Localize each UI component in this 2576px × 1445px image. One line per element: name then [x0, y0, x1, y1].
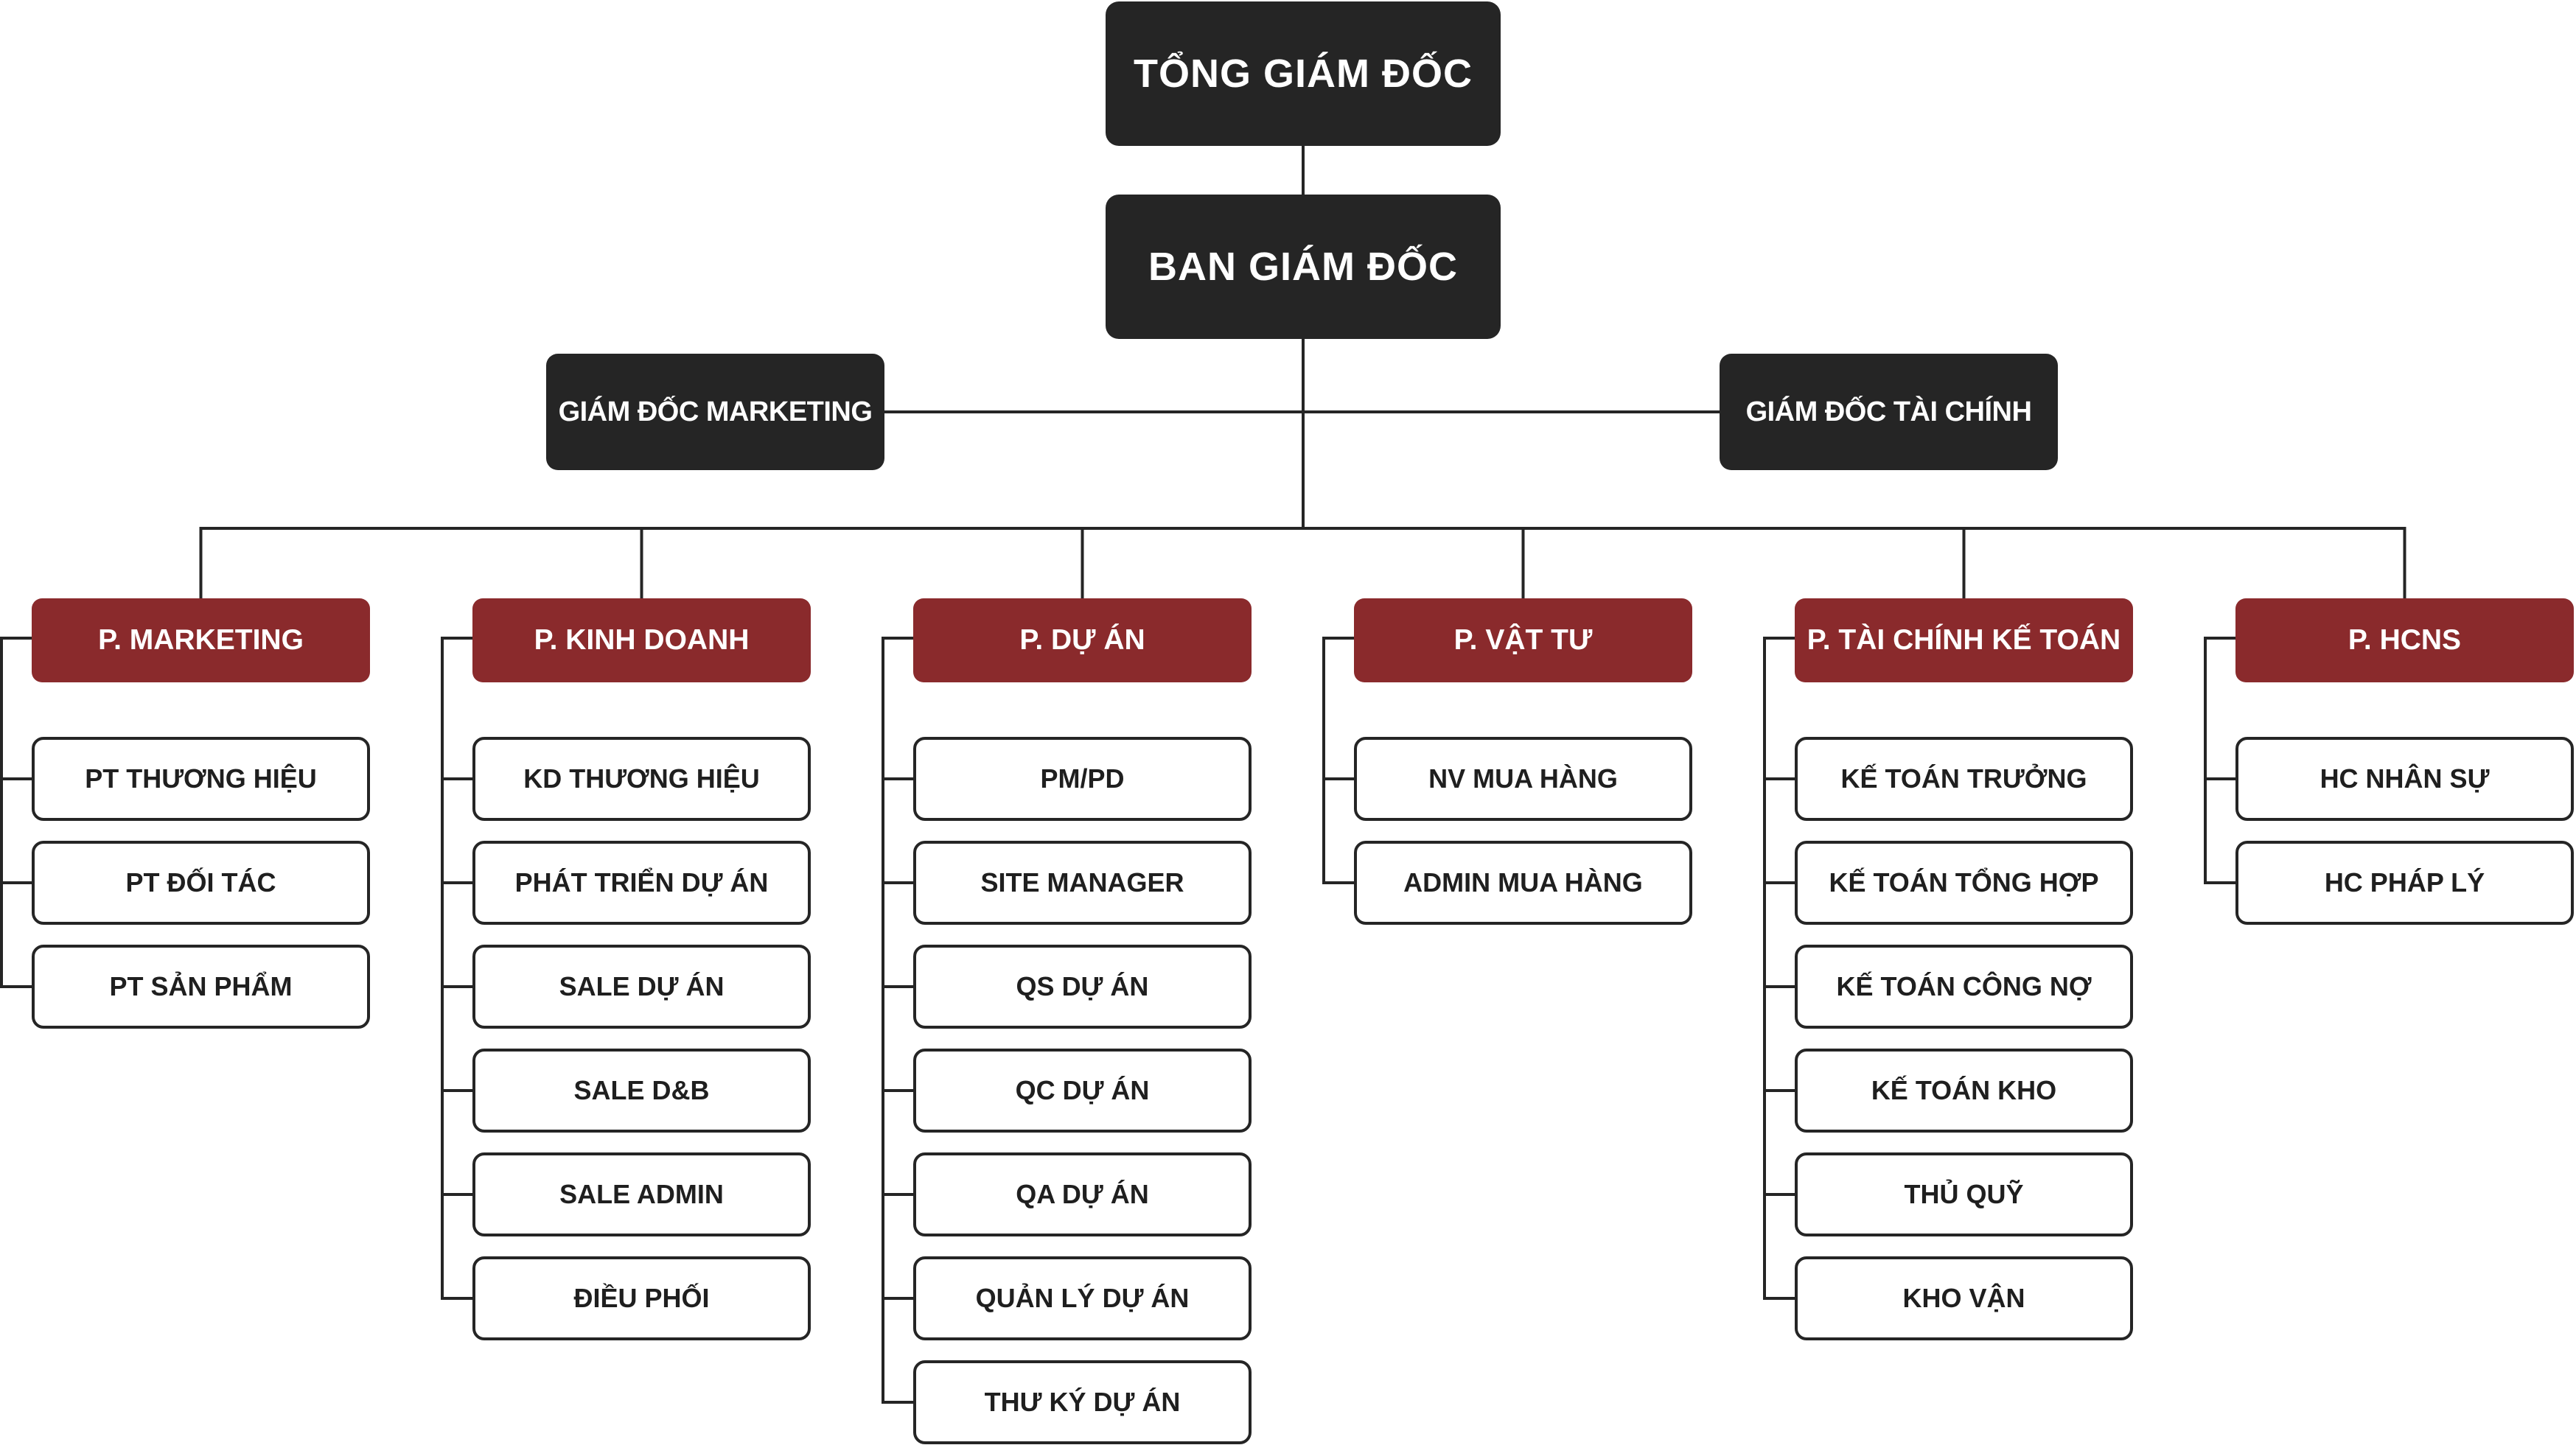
department-label: P. MARKETING: [98, 624, 304, 656]
department-box: P. MARKETING: [32, 598, 370, 682]
role-box: QS DỰ ÁN: [913, 945, 1252, 1029]
marketing-director-box: GIÁM ĐỐC MARKETING: [546, 354, 884, 470]
role-label: ĐIỀU PHỐI: [573, 1283, 710, 1313]
role-box: THƯ KÝ DỰ ÁN: [913, 1360, 1252, 1444]
finance-director-box: GIÁM ĐỐC TÀI CHÍNH: [1720, 354, 2058, 470]
board-box: BAN GIÁM ĐỐC: [1106, 195, 1501, 339]
role-label: THƯ KÝ DỰ ÁN: [984, 1387, 1181, 1417]
role-label: PT SẢN PHẨM: [109, 971, 293, 1001]
ceo-label: TỔNG GIÁM ĐỐC: [1134, 52, 1473, 96]
department-label: P. KINH DOANH: [534, 624, 750, 656]
marketing-director-label: GIÁM ĐỐC MARKETING: [558, 396, 873, 427]
role-label: PT ĐỐI TÁC: [125, 867, 276, 898]
role-label: KD THƯƠNG HIỆU: [523, 763, 760, 794]
role-label: KẾ TOÁN CÔNG NỢ: [1836, 971, 2092, 1001]
role-label: SALE D&B: [573, 1075, 710, 1105]
role-box: KD THƯƠNG HIỆU: [472, 737, 811, 821]
role-box: SALE D&B: [472, 1049, 811, 1133]
board-label: BAN GIÁM ĐỐC: [1148, 245, 1458, 289]
role-label: SALE DỰ ÁN: [559, 971, 725, 1001]
role-label: HC NHÂN SỰ: [2320, 763, 2490, 794]
department-label: P. VẬT TƯ: [1453, 624, 1593, 656]
department-label: P. HCNS: [2348, 624, 2462, 656]
role-box: KẾ TOÁN KHO: [1795, 1049, 2133, 1133]
role-label: QUẢN LÝ DỰ ÁN: [975, 1283, 1190, 1313]
role-label: QS DỰ ÁN: [1016, 971, 1149, 1001]
role-label: NV MUA HÀNG: [1428, 763, 1618, 794]
role-box: ADMIN MUA HÀNG: [1354, 841, 1692, 925]
role-label: KẾ TOÁN KHO: [1871, 1075, 2057, 1105]
department-box: P. HCNS: [2235, 598, 2574, 682]
role-box: HC PHÁP LÝ: [2235, 841, 2574, 925]
role-label: KẾ TOÁN TỔNG HỢP: [1829, 867, 2099, 898]
role-box: ĐIỀU PHỐI: [472, 1256, 811, 1340]
role-box: KHO VẬN: [1795, 1256, 2133, 1340]
role-box: KẾ TOÁN TỔNG HỢP: [1795, 841, 2133, 925]
role-label: PT THƯƠNG HIỆU: [85, 763, 317, 794]
role-box: SALE DỰ ÁN: [472, 945, 811, 1029]
role-box: NV MUA HÀNG: [1354, 737, 1692, 821]
role-label: SITE MANAGER: [980, 867, 1184, 898]
role-box: THỦ QUỸ: [1795, 1152, 2133, 1236]
department-box: P. KINH DOANH: [472, 598, 811, 682]
role-label: ADMIN MUA HÀNG: [1403, 867, 1643, 898]
role-label: KHO VẬN: [1902, 1283, 2025, 1313]
ceo-box: TỔNG GIÁM ĐỐC: [1106, 1, 1501, 146]
role-box: KẾ TOÁN CÔNG NỢ: [1795, 945, 2133, 1029]
role-box: HC NHÂN SỰ: [2235, 737, 2574, 821]
role-box: SITE MANAGER: [913, 841, 1252, 925]
department-box: P. TÀI CHÍNH KẾ TOÁN: [1795, 598, 2133, 682]
department-box: P. VẬT TƯ: [1354, 598, 1692, 682]
finance-director-label: GIÁM ĐỐC TÀI CHÍNH: [1745, 396, 2032, 427]
department-label: P. TÀI CHÍNH KẾ TOÁN: [1807, 624, 2121, 656]
role-box: PM/PD: [913, 737, 1252, 821]
role-box: PT SẢN PHẨM: [32, 945, 370, 1029]
role-label: PHÁT TRIỂN DỰ ÁN: [514, 867, 769, 898]
role-label: QC DỰ ÁN: [1015, 1075, 1150, 1105]
role-box: PT THƯƠNG HIỆU: [32, 737, 370, 821]
role-label: PM/PD: [1040, 763, 1125, 794]
role-label: HC PHÁP LÝ: [2324, 867, 2485, 898]
role-box: SALE ADMIN: [472, 1152, 811, 1236]
role-box: QUẢN LÝ DỰ ÁN: [913, 1256, 1252, 1340]
role-box: PT ĐỐI TÁC: [32, 841, 370, 925]
department-box: P. DỰ ÁN: [913, 598, 1252, 682]
role-label: SALE ADMIN: [559, 1179, 724, 1209]
role-box: KẾ TOÁN TRƯỞNG: [1795, 737, 2133, 821]
role-label: KẾ TOÁN TRƯỞNG: [1840, 763, 2087, 794]
role-label: QA DỰ ÁN: [1016, 1179, 1149, 1209]
role-label: THỦ QUỸ: [1904, 1179, 2024, 1209]
role-box: QC DỰ ÁN: [913, 1049, 1252, 1133]
role-box: PHÁT TRIỂN DỰ ÁN: [472, 841, 811, 925]
role-box: QA DỰ ÁN: [913, 1152, 1252, 1236]
department-label: P. DỰ ÁN: [1019, 624, 1145, 656]
